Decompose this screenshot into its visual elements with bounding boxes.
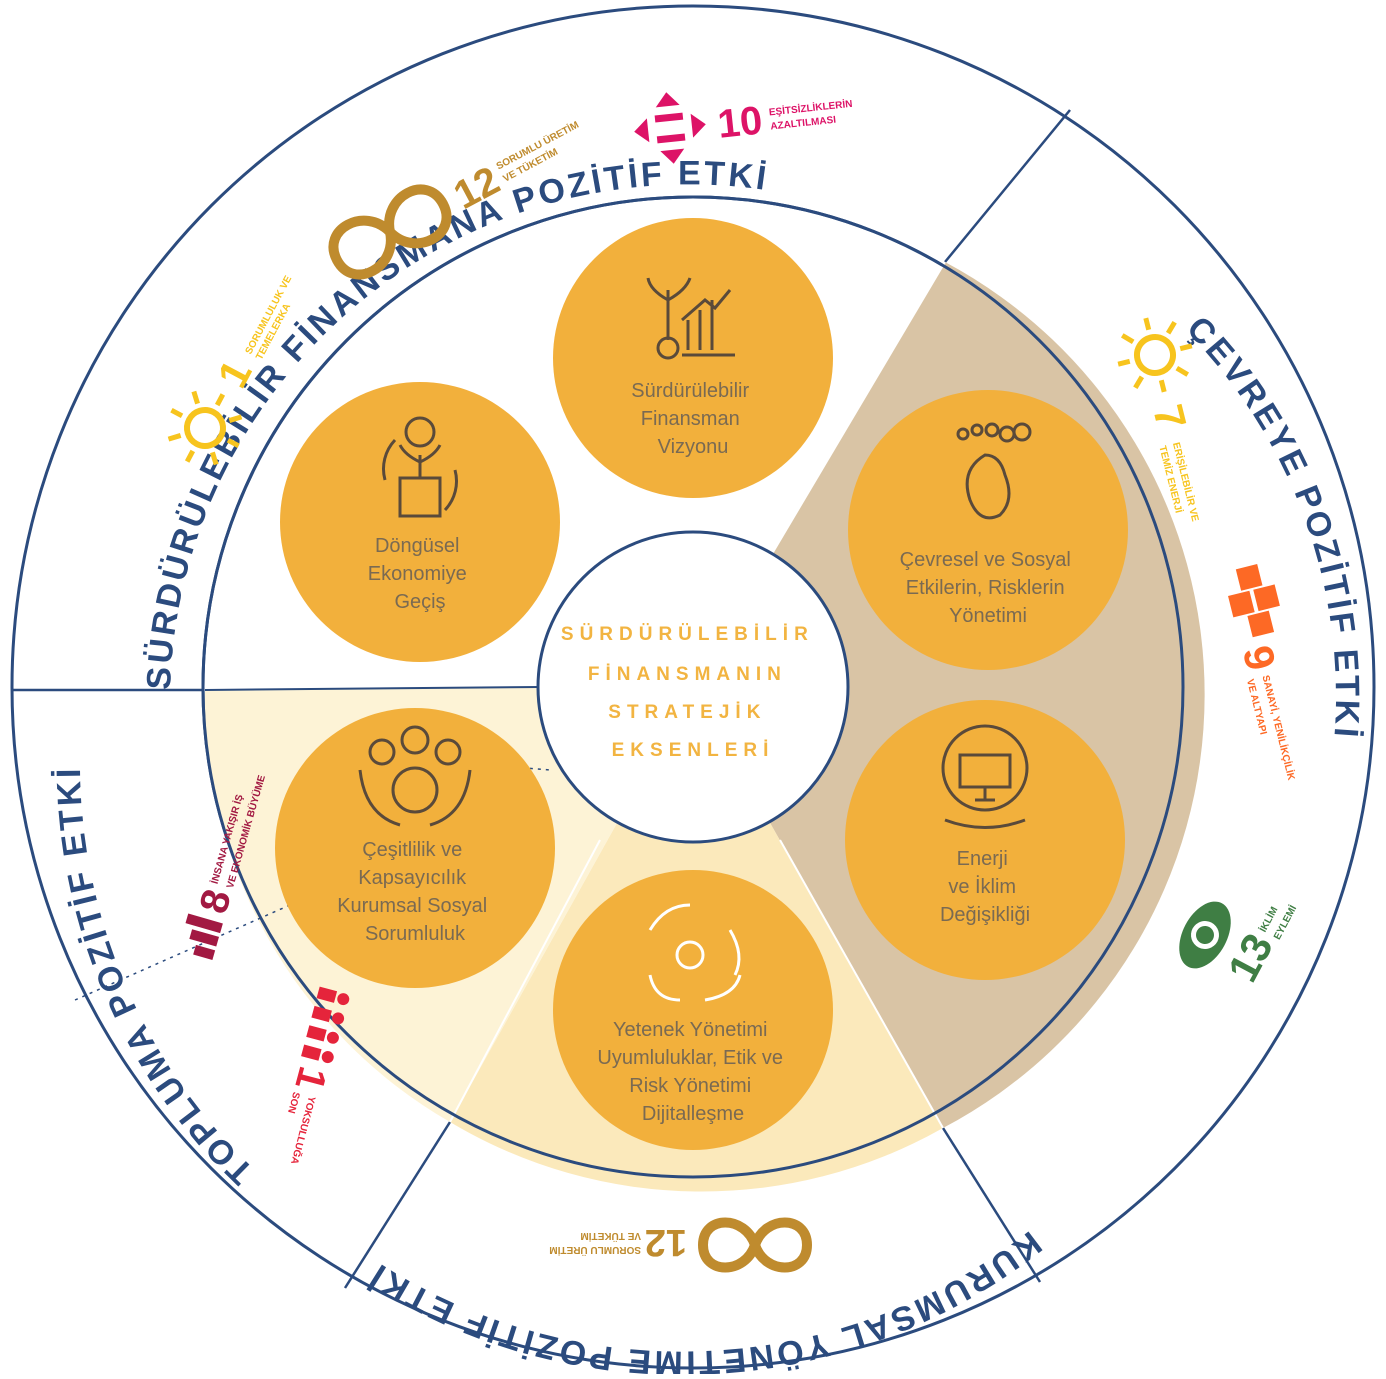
circular-economy-icon xyxy=(382,416,458,518)
axis-talent: Yetenek Yönetimi Uyumluluklar, Etik ve R… xyxy=(553,870,833,1150)
growth-bars-icon xyxy=(185,913,223,961)
cycle-gear-icon xyxy=(648,903,742,1002)
center-title: SÜRDÜRÜLEBİLİR FİNANSMANIN STRATEJİK EKS… xyxy=(561,624,825,761)
axis-energy-label: Enerji ve İklim Değişikliği xyxy=(940,848,1030,926)
axis-energy: Enerji ve İklim Değişikliği xyxy=(845,700,1125,980)
axis-diversity: Çeşitlilik ve Kapsayıcılık Kurumsal Sosy… xyxy=(275,708,555,988)
sdg-label-line1: SORUMLU ÜRETİM xyxy=(549,1244,641,1257)
globe-energy-icon xyxy=(941,724,1029,829)
sector-line-left xyxy=(204,686,541,691)
sdg-label-line2: SON xyxy=(285,1091,301,1115)
plant-growth-chart-icon xyxy=(646,277,735,360)
cubes-icon xyxy=(1228,564,1280,638)
inner-ring-border xyxy=(201,195,1185,1179)
divider-bottom-right xyxy=(941,1127,1042,1283)
axis-circular: Döngüsel Ekonomiye Geçiş xyxy=(280,382,560,662)
infinity-icon xyxy=(328,184,452,280)
axis-env-social-label: Çevresel ve Sosyal Etkilerin, Risklerin … xyxy=(900,549,1077,627)
equality-arrows-icon xyxy=(634,92,706,164)
axis-env-social: Çevresel ve Sosyal Etkilerin, Risklerin … xyxy=(848,390,1128,670)
eye-globe-icon xyxy=(1179,901,1231,969)
axis-circular-label: Döngüsel Ekonomiye Geçiş xyxy=(368,535,473,613)
sun-icon xyxy=(167,390,243,466)
infinity-icon xyxy=(697,1217,813,1273)
divider-top-right xyxy=(944,109,1071,263)
sun-icon xyxy=(1117,317,1193,393)
sdg-bottom-12: 12 SORUMLU ÜRETİM VE TÜKETİM xyxy=(549,1217,813,1273)
sdg-number: 12 xyxy=(645,1221,687,1263)
axis-vision: Sürdürülebilir Finansman Vizyonu xyxy=(553,218,833,498)
divider-bottom-left xyxy=(343,1121,452,1289)
sdg-label-line2: VE TÜKETİM xyxy=(580,1230,641,1243)
poverty-people-icon xyxy=(301,986,350,1064)
sector-line-4 xyxy=(779,839,944,1129)
axis-diversity-label: Çeşitlilik ve Kapsayıcılık Kurumsal Sosy… xyxy=(337,839,493,945)
axis-vision-label: Sürdürülebilir Finansman Vizyonu xyxy=(631,380,754,458)
sdg-number: 10 xyxy=(716,98,765,146)
footprint-icon xyxy=(956,422,1032,520)
sector-line-3 xyxy=(449,839,601,1123)
hands-people-icon xyxy=(358,725,472,827)
axis-talent-label: Yetenek Yönetimi Uyumluluklar, Etik ve R… xyxy=(597,1019,788,1125)
center-hub: SÜRDÜRÜLEBİLİR FİNANSMANIN STRATEJİK EKS… xyxy=(536,530,850,844)
